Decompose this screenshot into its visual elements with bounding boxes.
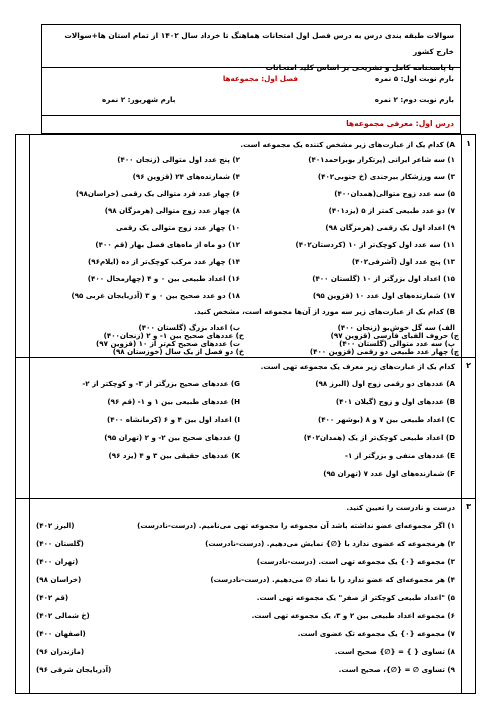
question-number: ۱ — [466, 139, 471, 148]
list-item-source: (البرز ۴۰۲) — [36, 521, 75, 530]
list-item: ۱۷) شمارنده‌های اول عدد ۱۰ (قزوین ۹۵) — [312, 291, 455, 300]
list-item: ح) عددهای صحیح بین ۱- و ۲ (زنجان۴۰۰) — [103, 331, 244, 340]
header-title-line2: با پاسخنامه کامل و تشریحی بر اساس کلید ا… — [265, 63, 454, 72]
list-item: J) عددهای صحیح بین ۲- و ۲ (تهران ۹۵) — [104, 433, 240, 442]
list-item: ۴) هر مجموعه‌ای که عضو ندارد را با نماد … — [210, 575, 455, 584]
list-item: ۱۲) دو ماه از ماه‌های فصل بهار (قم ۴۰۰) — [95, 240, 240, 249]
list-item: ۸) چهار عدد زوج متوالی (هرمزگان ۹۸) — [104, 206, 240, 215]
list-item-source: (آذربایجان شرقی ۹۶) — [36, 665, 112, 674]
row-divider — [16, 357, 475, 358]
row-divider — [16, 498, 475, 499]
list-item: ۸) تساوی { } = {∅} صحیح است. — [334, 647, 455, 656]
list-item-source: (خراسان ۹۸) — [36, 575, 82, 584]
question-part-b: B) کدام یک از عبارت‌های زیر سه مورد از آ… — [194, 307, 455, 316]
list-item: ۹) تساوی ∅ = {∅}، صحیح است. — [338, 665, 455, 674]
header-title-line1: سوالات طبقه بندی درس به درس فصل اول امتح… — [64, 31, 454, 56]
list-item: ۴) شمارنده‌های ۲۴ (قزوین ۹۶) — [132, 172, 240, 181]
list-item: ۱۱) سه عدد اول کوچک‌تر از ۱۰ (کردستان۴۰۲… — [295, 240, 455, 249]
list-item: الف) سه گل خوش‌بو (زنجان ۴۰۰) — [337, 323, 455, 332]
list-item: ۲) پنج عدد اول متوالی (زنجان ۴۰۰) — [117, 155, 240, 164]
list-item: ج) حروف الفبای فارسی (قزوین ۹۷) — [330, 331, 459, 340]
questions-table: ۱ A) کدام یک از عبارت‌های زیر مشخص کننده… — [15, 134, 476, 694]
list-item: ۱) اگر مجموعه‌ای عضو نداشته باشد آن مجمو… — [137, 521, 455, 530]
score-first-term: بارم نوبت اول: ۵ نمره — [375, 74, 454, 83]
list-item: K) عددهای حقیقی بین ۳ و ۴ (یزد ۹۶) — [108, 451, 240, 460]
list-item: I) اعداد اول بین ۴ و ۶ (کرمانشاه ۴۰۰) — [107, 415, 240, 424]
list-item-source: (قم ۴۰۲) — [36, 593, 69, 602]
list-item: ۱۳) پنج عدد اول (آشرفی۴۰۲) — [351, 257, 455, 266]
question-intro: درست و نادرست را تعیین کنید. — [346, 503, 455, 512]
list-item-source: (تهران ۴۰۰) — [36, 557, 79, 566]
question-number: ۳ — [466, 502, 471, 511]
list-item: ۹) اعداد اول یک رقمی (هرمزگان ۹۸) — [325, 223, 455, 232]
lesson-title: درس اول: معرفی مجموعه‌ها — [41, 116, 461, 134]
list-item: ۵) سه عدد زوج متوالی(همدان۴۰۰) — [334, 189, 455, 198]
score-second-term: بارم نوبت دوم: ۲ نمره — [374, 95, 454, 104]
list-item: ۳) مجموعه {۰} یک مجموعه تهی است. (درست-ن… — [256, 557, 455, 566]
list-item: C) اعداد طبیعی بین ۷ و ۸ (بوشهر ۴۰۰) — [317, 415, 455, 424]
list-item: D) اعداد طبیعی کوچک‌تر از یک (همدان۴۰۲) — [303, 433, 455, 442]
list-item: A) عددهای دو رقمی زوج اول (البرز ۹۸) — [315, 379, 455, 388]
list-item-source: (مازندران ۹۶) — [36, 647, 85, 656]
list-item: G) عددهای صحیح بزرگتر از ۳- و کوچکتر از … — [82, 379, 240, 388]
question-number-column — [461, 135, 475, 693]
list-item: ۱۰) چهار عدد زوج متوالی یک رقمی — [115, 223, 240, 232]
list-item: پ) سه عدد متوالی (گلستان ۴۰۰) — [339, 339, 455, 348]
list-item: ۱۴) چهار عدد مرکب کوچک‌تر از ده (ایلام۹۶… — [88, 257, 240, 266]
list-item: ۶) مجموعه اعداد طبیعی بین ۲ و ۳، یک مجمو… — [251, 611, 455, 620]
list-item: ۶) چهار عدد فرد متوالی یک رقمی (خراسان۹۸… — [75, 189, 240, 198]
list-item: ۱۵) اعداد اول بزرگتر از ۱۰ (گلستان ۴۰۰) — [312, 274, 455, 283]
list-item: چ) چهار عدد طبیعی دو رقمی (قزوین ۴۰۰) — [309, 347, 459, 356]
list-item: ۷) دو عدد طبیعی کمتر از ۵ (یزد۴۰۱) — [328, 206, 455, 215]
list-item: F) شمارنده‌های اول عدد ۷ (تهران ۹۵) — [323, 469, 455, 478]
question-intro: کدام یک از عبارت‌های زیر معرف یک مجموعه … — [260, 362, 455, 371]
chapter-title: فصل اول: مجموعه‌ها — [222, 74, 298, 83]
list-item-source: (اصفهان ۴۰۰) — [36, 629, 86, 638]
exam-header: سوالات طبقه بندی درس به درس فصل اول امتح… — [41, 24, 461, 72]
list-item: ت) عددهای صحیح کم‌تر از ۱۰ (قزوین ۹۷) — [96, 339, 240, 348]
list-item: خ) دو فصل از یک سال (خوزستان ۹۸) — [112, 347, 244, 356]
question-number: ۲ — [466, 361, 471, 370]
list-item: H) عددهای طبیعی بین ۱ و ۱- (قم ۹۶) — [107, 397, 240, 406]
list-item: ۵) "اعداد طبیعی کوچکتر از صفر" یک مجموعه… — [256, 593, 455, 602]
score-column — [16, 135, 30, 693]
score-info-box: بارم نوبت اول: ۵ نمره فصل اول: مجموعه‌ها… — [41, 68, 461, 116]
list-item-source: (خ شمالی ۴۰۲) — [36, 611, 90, 620]
list-item-source: (گلستان ۴۰۰) — [36, 539, 84, 548]
list-item: E) عددهای منفی و بزرگتر از ۱- — [345, 451, 455, 460]
score-shahrivar: بارم شهریور: ۲ نمره — [102, 95, 176, 104]
list-item: ۳) سه ورزشکار بیرجندی (خ جنوبی۴۰۲) — [317, 172, 455, 181]
list-item: ۱) سه شاعر ایرانی (پرتکرار بوبراحمد۴۰۱) — [308, 155, 455, 164]
list-item: ب) اعداد بزرگ (گلستان ۴۰۰) — [138, 323, 240, 332]
list-item: ۱۸) دو عدد صحیح بین ۰ و ۳ (آذربایجان غرب… — [71, 291, 240, 300]
list-item: ۷) مجموعه {۰} یک مجموعه تک عضوی است. — [297, 629, 455, 638]
list-item: ۱۶) اعداد طبیعی بین ۰ و ۴ (چهارمحال ۴۰۰) — [87, 274, 240, 283]
list-item: ۲) هرمجموعه که عضوی ندارد با {∅} نمایش م… — [205, 539, 455, 548]
list-item: B) عددهای اول و زوج (گیلان ۴۰۱) — [335, 397, 455, 406]
question-part-a: A) کدام یک از عبارت‌های زیر مشخص کننده ی… — [240, 140, 455, 149]
